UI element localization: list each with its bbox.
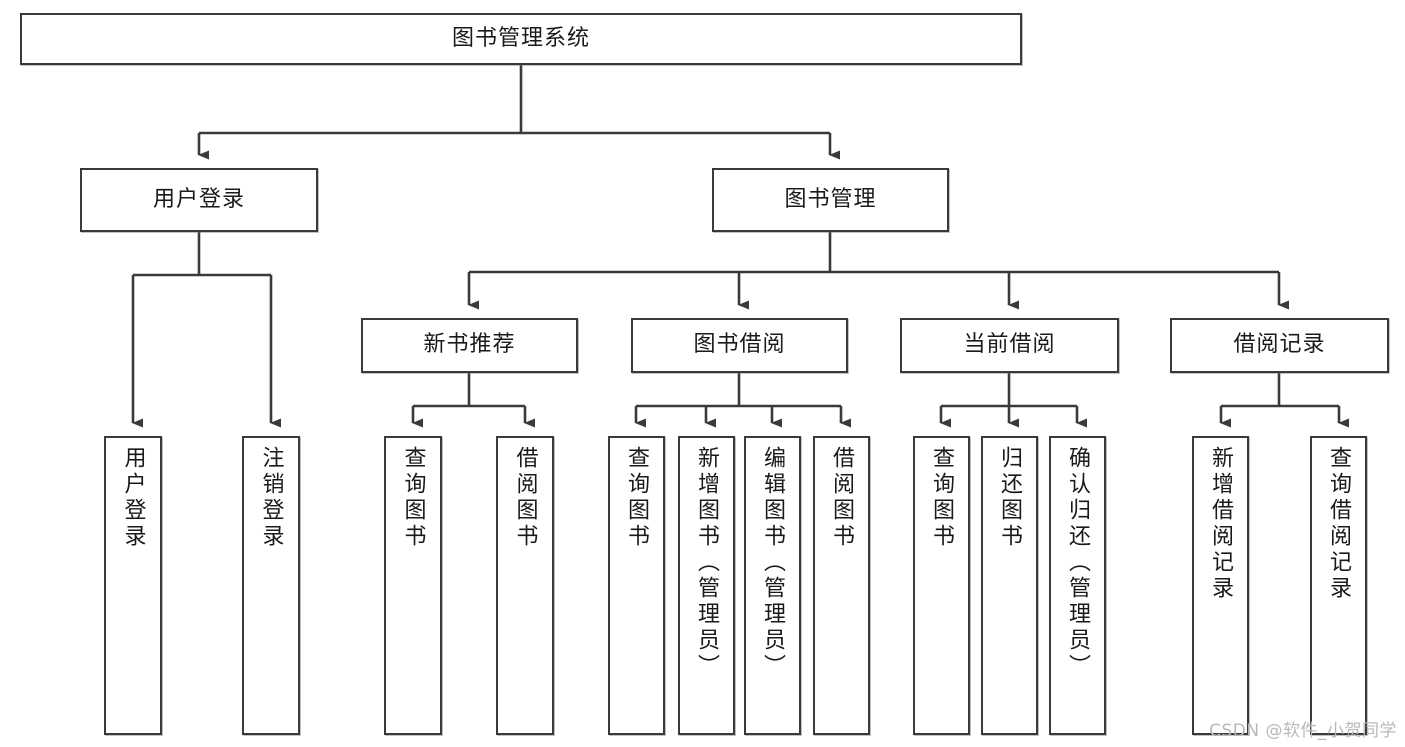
node-leaf-edit-book[interactable]: 编辑图书（管理员） bbox=[744, 436, 801, 735]
node-book-borrow[interactable]: 图书借阅 bbox=[631, 318, 848, 373]
node-book-manage-label: 图书管理 bbox=[784, 186, 877, 212]
node-leaf-query-record-label: 查询借阅记录 bbox=[1326, 446, 1352, 602]
node-leaf-query-book-3-label: 查询图书 bbox=[929, 446, 955, 550]
node-leaf-add-book[interactable]: 新增图书（管理员） bbox=[678, 436, 735, 735]
node-borrow-record[interactable]: 借阅记录 bbox=[1170, 318, 1389, 373]
node-leaf-confirm-return-label: 确认归还（管理员） bbox=[1065, 446, 1091, 680]
node-book-borrow-label: 图书借阅 bbox=[693, 332, 786, 358]
node-leaf-user-login[interactable]: 用户登录 bbox=[104, 436, 162, 735]
watermark: CSDN @软件_小贺同学 bbox=[1209, 721, 1397, 741]
node-current-borrow[interactable]: 当前借阅 bbox=[900, 318, 1119, 373]
node-leaf-edit-book-label: 编辑图书（管理员） bbox=[760, 446, 786, 680]
node-leaf-query-book-3[interactable]: 查询图书 bbox=[913, 436, 970, 735]
node-user-login-label: 用户登录 bbox=[152, 186, 245, 212]
node-leaf-user-logout-label: 注销登录 bbox=[258, 446, 284, 550]
node-leaf-borrow-book-2-label: 借阅图书 bbox=[829, 446, 855, 550]
node-leaf-add-book-label: 新增图书（管理员） bbox=[694, 446, 720, 680]
node-leaf-query-book-1[interactable]: 查询图书 bbox=[384, 436, 442, 735]
node-leaf-query-book-2[interactable]: 查询图书 bbox=[608, 436, 665, 735]
node-new-book-recommend-label: 新书推荐 bbox=[423, 332, 516, 358]
node-leaf-add-record-label: 新增借阅记录 bbox=[1208, 446, 1234, 602]
node-leaf-borrow-book-2[interactable]: 借阅图书 bbox=[813, 436, 870, 735]
node-leaf-add-record[interactable]: 新增借阅记录 bbox=[1192, 436, 1249, 735]
node-leaf-borrow-book-1-label: 借阅图书 bbox=[512, 446, 538, 550]
node-leaf-query-book-1-label: 查询图书 bbox=[400, 446, 426, 550]
node-new-book-recommend[interactable]: 新书推荐 bbox=[361, 318, 578, 373]
node-current-borrow-label: 当前借阅 bbox=[963, 332, 1056, 358]
node-leaf-user-logout[interactable]: 注销登录 bbox=[242, 436, 300, 735]
node-book-manage[interactable]: 图书管理 bbox=[712, 168, 949, 232]
node-leaf-query-book-2-label: 查询图书 bbox=[624, 446, 650, 550]
node-leaf-query-record[interactable]: 查询借阅记录 bbox=[1310, 436, 1367, 735]
node-leaf-return-book-label: 归还图书 bbox=[997, 446, 1023, 550]
node-leaf-user-login-label: 用户登录 bbox=[120, 446, 146, 550]
node-user-login[interactable]: 用户登录 bbox=[80, 168, 318, 232]
node-leaf-return-book[interactable]: 归还图书 bbox=[981, 436, 1038, 735]
node-borrow-record-label: 借阅记录 bbox=[1233, 332, 1326, 358]
node-leaf-confirm-return[interactable]: 确认归还（管理员） bbox=[1049, 436, 1106, 735]
node-root-label: 图书管理系统 bbox=[451, 25, 590, 51]
node-root[interactable]: 图书管理系统 bbox=[20, 13, 1022, 65]
node-leaf-borrow-book-1[interactable]: 借阅图书 bbox=[496, 436, 554, 735]
